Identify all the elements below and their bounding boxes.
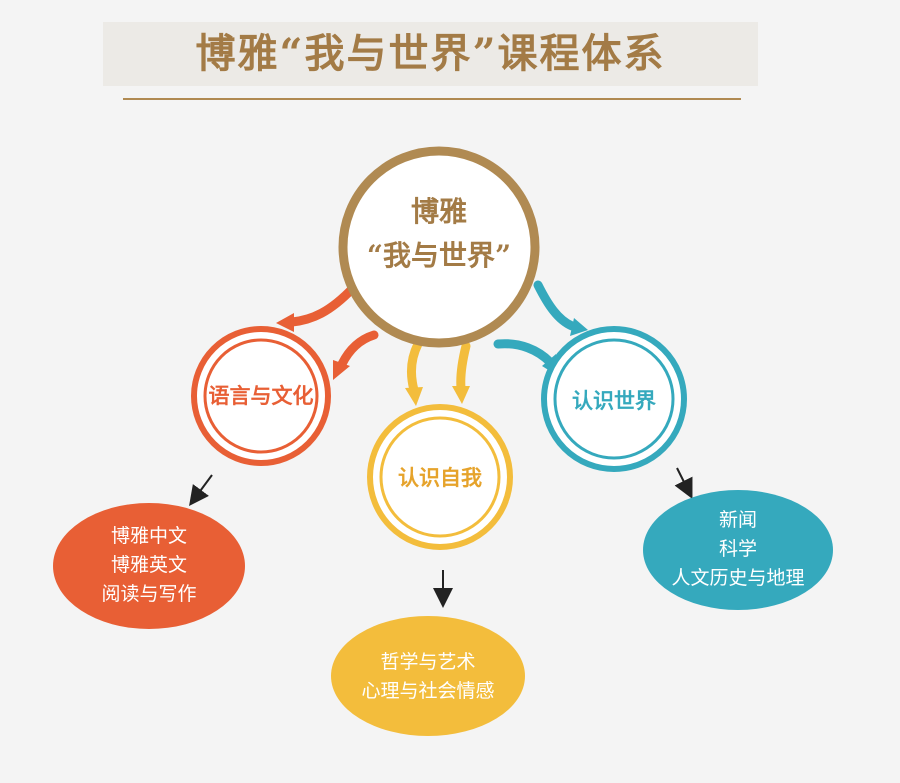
connector-arrowhead-world-upper — [570, 318, 588, 336]
connector-center-to-self-right — [456, 341, 471, 393]
language-node-label: 语言与文化 — [208, 383, 314, 408]
connector-arrowhead-self-right — [452, 386, 470, 404]
title-underline — [123, 98, 741, 100]
center-node-line1: 博雅 — [410, 195, 467, 228]
world-node-label: 认识世界 — [572, 388, 656, 413]
connector-center-to-world-upper — [533, 280, 577, 331]
connector-arrowhead-language-lower — [333, 360, 350, 380]
leaf-item: 哲学与艺术 — [380, 651, 476, 673]
leaf-item: 新闻 — [718, 509, 757, 531]
self-node-outer-ring — [367, 404, 513, 550]
connector-arrowhead-language-upper — [276, 313, 294, 332]
title-banner — [103, 22, 758, 86]
arrow-language-to-leaf — [189, 474, 213, 507]
language-node-inner-ring — [203, 338, 319, 454]
page-title: 博雅“我与世界”课程体系 — [195, 30, 666, 77]
leaf-item: 科学 — [718, 538, 757, 560]
world-node-inner-ring — [553, 338, 675, 460]
leaf-item: 人文历史与地理 — [671, 567, 805, 589]
connector-arrowhead-self-left — [405, 387, 423, 406]
leaf-item: 博雅中文 — [110, 525, 187, 547]
world-leaf-items: 新闻 科学 人文历史与地理 — [653, 506, 823, 593]
center-node-outer-ring — [338, 146, 540, 348]
connector-center-to-world-lower — [493, 339, 555, 367]
self-leaf-ellipse — [331, 616, 525, 736]
leaf-item: 阅读与写作 — [101, 583, 197, 605]
connector-center-to-language-lower — [337, 330, 379, 369]
arrow-world-to-leaf — [674, 467, 693, 499]
self-node-inner-ring — [379, 416, 501, 538]
self-node-label: 认识自我 — [398, 465, 482, 490]
center-node-line2: “我与世界” — [366, 239, 512, 272]
language-leaf-ellipse — [53, 503, 245, 629]
leaf-item: 心理与社会情感 — [361, 680, 495, 702]
connector-center-to-language-upper — [287, 283, 358, 327]
language-node-outer-ring — [191, 326, 331, 466]
center-node-label: 博雅 “我与世界” — [339, 190, 539, 278]
connector-center-to-self-left — [406, 339, 423, 395]
self-leaf-items: 哲学与艺术 心理与社会情感 — [338, 648, 518, 706]
world-node-outer-ring — [541, 326, 687, 472]
language-leaf-items: 博雅中文 博雅英文 阅读与写作 — [69, 522, 229, 609]
world-leaf-ellipse — [643, 490, 833, 610]
leaf-item: 博雅英文 — [110, 554, 187, 576]
